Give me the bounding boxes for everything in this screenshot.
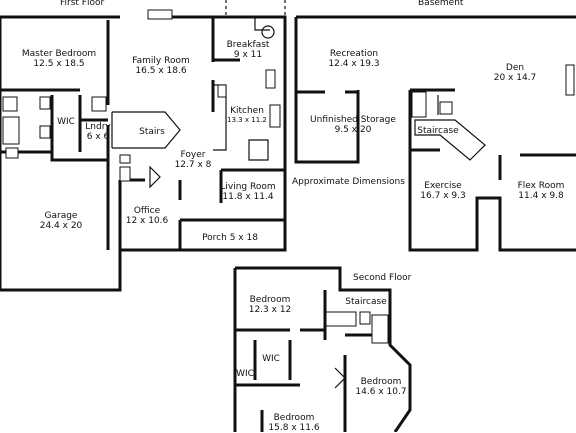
room-exercise: Exercise 16.7 x 9.3 — [420, 181, 465, 201]
room-dim: 9 x 11 — [233, 50, 263, 60]
room-dim: 12.7 x 8 — [174, 160, 212, 170]
dimensions-note: Approximate Dimensions — [292, 177, 405, 187]
room-name: Bedroom — [360, 377, 402, 387]
room-dim: 15.8 x 11.6 — [268, 423, 320, 433]
room-living-room: Living Room 11.8 x 11.4 — [220, 182, 275, 202]
room-name: Staircase — [345, 297, 387, 307]
first-floor-fixtures — [2, 9, 281, 189]
room-dim: 12.3 x 12 — [248, 305, 292, 315]
room-dim: 9.5 x 20 — [334, 125, 372, 135]
room-name: Bedroom — [249, 295, 291, 305]
room-name: Family Room — [132, 56, 190, 66]
room-name: Lndry — [85, 122, 111, 132]
room-dim: 20 x 14.7 — [493, 73, 537, 83]
room-name: Recreation — [329, 49, 379, 59]
basement-fixtures — [411, 64, 575, 118]
room-laundry: Lndry 6 x 6 — [85, 122, 110, 142]
second-floor-walls — [233, 266, 412, 432]
room-name: WIC — [262, 354, 280, 364]
room-name: WIC — [57, 117, 75, 127]
room-dim: 13.3 x 11.2 — [227, 116, 267, 124]
room-dim: 24.4 x 20 — [39, 221, 83, 231]
room-name: Garage — [44, 211, 78, 221]
room-name: Foyer — [180, 150, 206, 160]
room-dim: 12.4 x 19.3 — [328, 59, 380, 69]
room-den: Den 20 x 14.7 — [494, 63, 537, 83]
room-dim: 14.6 x 10.7 — [355, 387, 407, 397]
second-floor-fixtures — [325, 311, 389, 389]
room-stairs: Stairs — [139, 127, 165, 137]
room-dim: 12.5 x 18.5 — [33, 59, 85, 69]
room-porch: Porch 5 x 18 — [202, 233, 258, 243]
room-wic-second-a: WIC — [262, 354, 280, 364]
room-recreation: Recreation 12.4 x 19.3 — [328, 49, 379, 69]
room-name: Flex Room — [517, 181, 565, 191]
room-wic: WIC — [57, 117, 75, 127]
room-name: Unfinished Storage — [310, 115, 396, 125]
room-name: Stairs — [139, 127, 165, 137]
room-family-room: Family Room 16.5 x 18.6 — [132, 56, 189, 76]
room-flex-room: Flex Room 11.4 x 9.8 — [518, 181, 565, 201]
room-name: Bedroom — [273, 413, 315, 423]
room-name: Exercise — [424, 181, 462, 191]
room-name: Staircase — [417, 126, 459, 136]
room-master-bedroom: Master Bedroom 12.5 x 18.5 — [22, 49, 96, 69]
room-name: Den — [505, 63, 525, 73]
room-dim: 12 x 10.6 — [125, 216, 169, 226]
room-dim: 11.8 x 11.4 — [222, 192, 274, 202]
room-name: Living Room — [220, 182, 276, 192]
room-name: Office — [133, 206, 161, 216]
room-dim: 16.5 x 18.6 — [135, 66, 187, 76]
room-garage: Garage 24.4 x 20 — [40, 211, 83, 231]
room-dim: 16.7 x 9.3 — [420, 191, 466, 201]
room-foyer: Foyer 12.7 x 8 — [175, 150, 212, 170]
room-name: Breakfast — [226, 40, 270, 50]
room-name: Porch 5 x 18 — [202, 233, 258, 243]
room-bedroom-nw: Bedroom 12.3 x 12 — [249, 295, 292, 315]
room-office: Office 12 x 10.6 — [126, 206, 169, 226]
floor-title-first: First Floor — [60, 0, 105, 8]
room-name: Kitchen — [230, 106, 264, 116]
room-staircase-basement: Staircase — [417, 126, 458, 136]
room-wic-second-b: WIC — [236, 369, 254, 379]
room-bedroom-s: Bedroom 15.8 x 11.6 — [268, 413, 319, 433]
room-dim: 11.4 x 9.8 — [518, 191, 564, 201]
room-bedroom-e: Bedroom 14.6 x 10.7 — [355, 377, 406, 397]
room-name: WIC — [236, 369, 254, 379]
room-unfinished-storage: Unfinished Storage 9.5 x 20 — [310, 115, 396, 135]
basement-walls — [294, 15, 576, 252]
room-name: Master Bedroom — [21, 49, 97, 59]
room-kitchen: Kitchen 13.3 x 11.2 — [227, 106, 267, 124]
room-staircase-second: Staircase — [345, 297, 386, 307]
room-breakfast: Breakfast 9 x 11 — [227, 40, 270, 60]
floor-title-basement: Basement — [418, 0, 464, 8]
first-floor-walls — [0, 0, 287, 292]
floor-title-second: Second Floor — [353, 273, 412, 283]
room-dim: 6 x 6 — [86, 132, 110, 142]
